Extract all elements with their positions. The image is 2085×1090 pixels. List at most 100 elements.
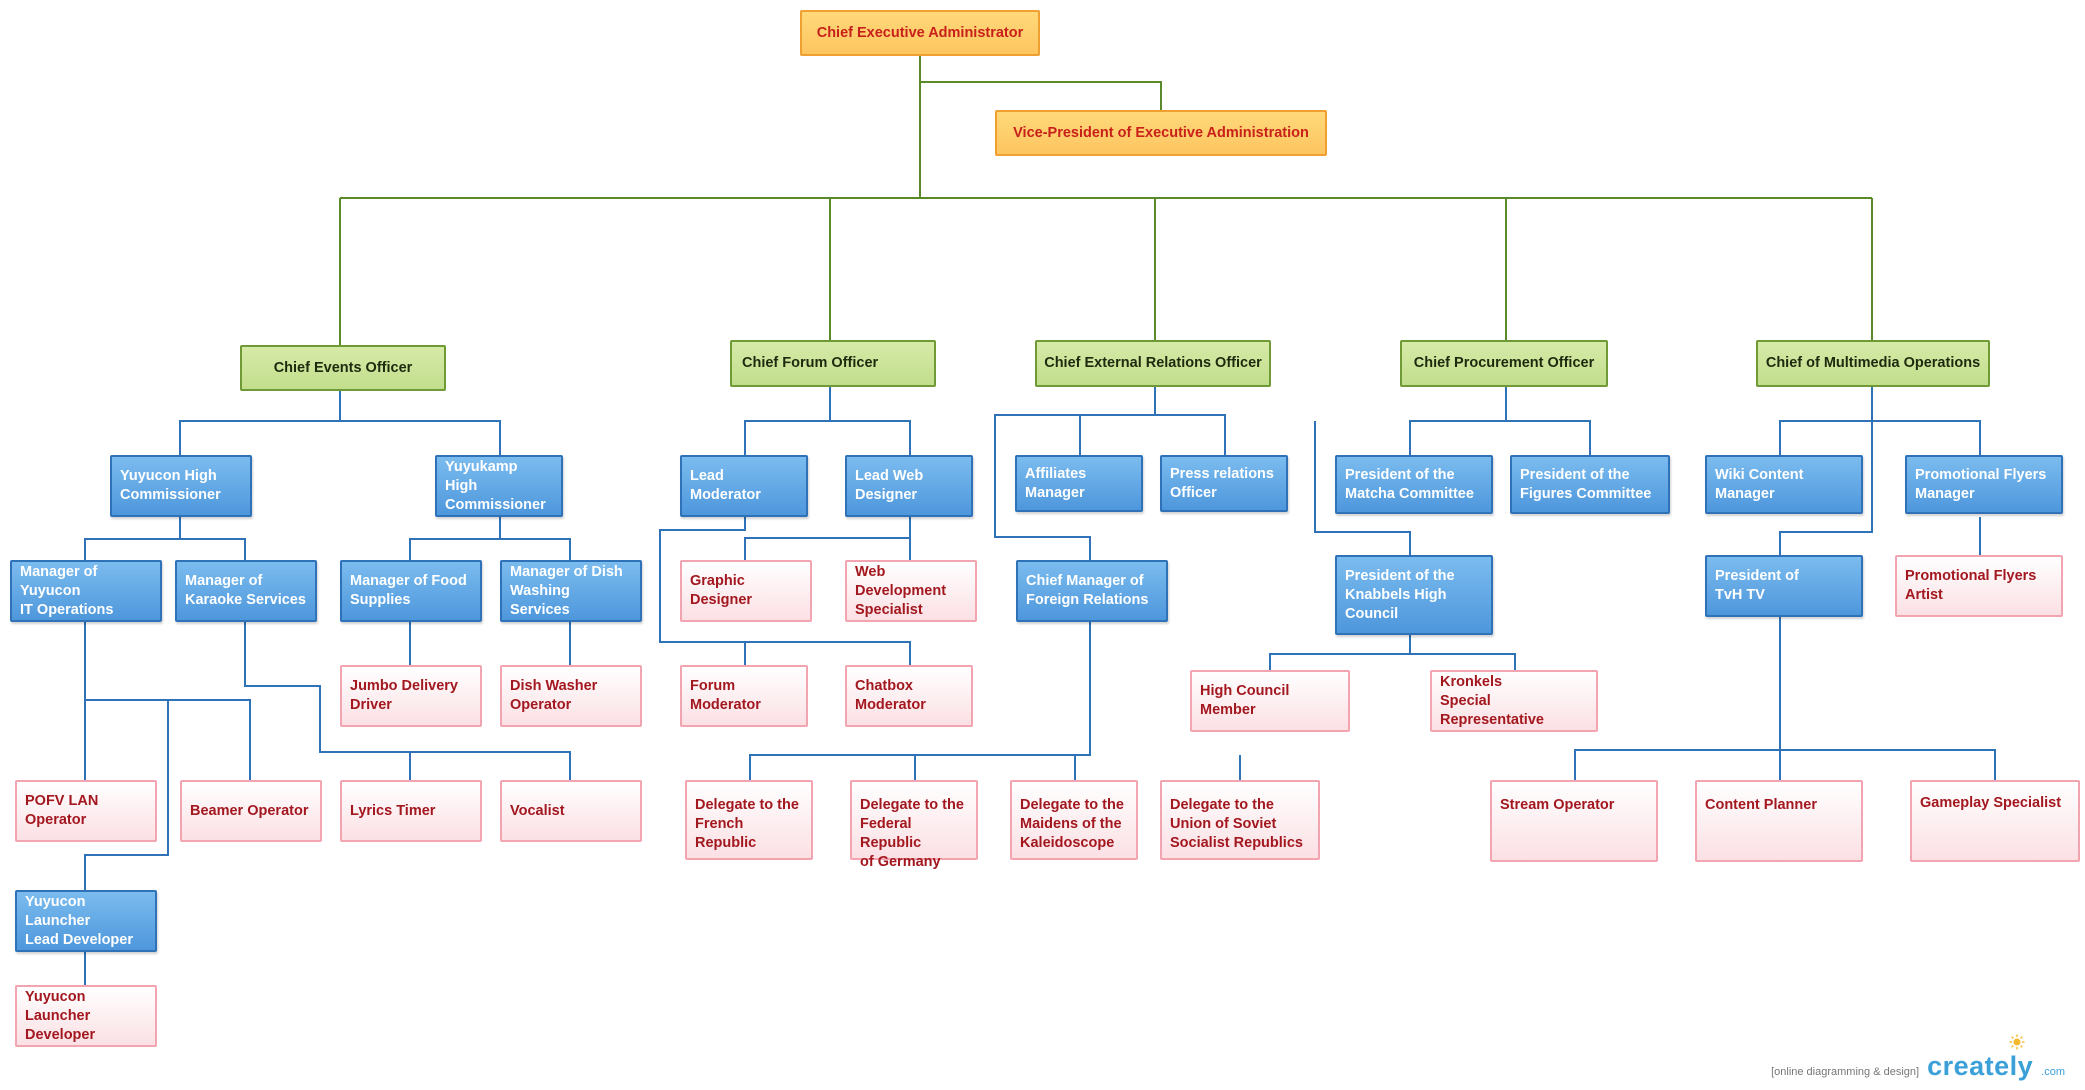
chief-procurement-box[interactable]: Chief Procurement Officer — [1400, 340, 1608, 387]
tvh-box[interactable]: President of TvH TV — [1705, 555, 1863, 617]
figures-label: President of the Figures Committee — [1520, 466, 1652, 502]
jumbo-label: Jumbo Delivery Driver — [350, 678, 458, 713]
ceo-box[interactable]: Chief Executive Administrator — [800, 10, 1040, 56]
mgr-food-box[interactable]: Manager of Food Supplies — [340, 560, 482, 622]
yuyukamp-hc-label: Yuyukamp High Commissioner — [445, 458, 546, 513]
stream-box[interactable]: Stream Operator — [1490, 780, 1658, 862]
flyers-mgr-label: Promotional Flyers Manager — [1915, 466, 2047, 502]
matcha-label: President of the Matcha Committee — [1345, 466, 1474, 502]
chief-events-label: Chief Events Officer — [273, 359, 413, 376]
press-box[interactable]: Press relations Officer — [1160, 455, 1288, 512]
pofv-label: POFV LAN Operator — [25, 793, 99, 828]
beamer-label: Beamer Operator — [190, 802, 309, 819]
kronkels-label: Kronkels Special Representative — [1440, 673, 1544, 728]
wiki-box[interactable]: Wiki Content Manager — [1705, 455, 1863, 514]
footer-note: [online diagramming & design] — [1771, 1066, 1920, 1078]
chatbox-mod-box[interactable]: Chatbox Moderator — [845, 665, 973, 727]
launcher-dev-label: Yuyucon Launcher Developer — [25, 988, 96, 1043]
affiliates-box[interactable]: Affiliates Manager — [1015, 455, 1143, 512]
mgr-it-label: Manager of Yuyucon IT Operations — [20, 563, 114, 618]
knabbels-label: President of the Knabbels High Council — [1345, 567, 1455, 622]
chief-events-box[interactable]: Chief Events Officer — [240, 345, 446, 391]
planner-label: Content Planner — [1705, 797, 1817, 813]
graphic-box[interactable]: Graphic Designer — [680, 560, 812, 622]
flyers-artist-box[interactable]: Promotional Flyers Artist — [1895, 555, 2063, 617]
tvh-label: President of TvH TV — [1715, 568, 1799, 603]
foreign-label: Chief Manager of Foreign Relations — [1026, 573, 1149, 608]
footer-branding: [online diagramming & design] creately .… — [1771, 1051, 2065, 1082]
management-connectors — [84, 381, 1996, 987]
beamer-box[interactable]: Beamer Operator — [180, 780, 322, 842]
matcha-box[interactable]: President of the Matcha Committee — [1335, 455, 1493, 514]
vp-box[interactable]: Vice-President of Executive Administrati… — [995, 110, 1327, 156]
forum-mod-label: Forum Moderator — [690, 678, 761, 713]
flyers-artist-label: Promotional Flyers Artist — [1905, 568, 2037, 603]
mgr-dish-box[interactable]: Manager of Dish Washing Services — [500, 560, 642, 622]
del-de-label: Delegate to the Federal Republic of Germ… — [860, 797, 964, 870]
chief-external-box[interactable]: Chief External Relations Officer — [1035, 340, 1271, 387]
vocalist-box[interactable]: Vocalist — [500, 780, 642, 842]
webdev-box[interactable]: Web Development Specialist — [845, 560, 977, 622]
flyers-mgr-box[interactable]: Promotional Flyers Manager — [1905, 455, 2063, 514]
mgr-karaoke-box[interactable]: Manager of Karaoke Services — [175, 560, 317, 622]
pofv-box[interactable]: POFV LAN Operator — [15, 780, 157, 842]
lyrics-label: Lyrics Timer — [350, 802, 436, 819]
executive-connectors — [339, 56, 1873, 347]
wiki-label: Wiki Content Manager — [1715, 466, 1804, 502]
foreign-box[interactable]: Chief Manager of Foreign Relations — [1016, 560, 1168, 622]
del-su-box[interactable]: Delegate to the Union of Soviet Socialis… — [1160, 780, 1320, 860]
kronkels-box[interactable]: Kronkels Special Representative — [1430, 670, 1598, 732]
del-su-label: Delegate to the Union of Soviet Socialis… — [1170, 797, 1303, 851]
chief-multimedia-box[interactable]: Chief of Multimedia Operations — [1756, 340, 1990, 387]
dishwasher-box[interactable]: Dish Washer Operator — [500, 665, 642, 727]
vp-label: Vice-President of Executive Administrati… — [1013, 124, 1309, 141]
lyrics-box[interactable]: Lyrics Timer — [340, 780, 482, 842]
del-kal-box[interactable]: Delegate to the Maidens of the Kaleidosc… — [1010, 780, 1138, 860]
graphic-label: Graphic Designer — [690, 573, 753, 608]
planner-box[interactable]: Content Planner — [1695, 780, 1863, 862]
chief-forum-box[interactable]: Chief Forum Officer — [730, 340, 936, 387]
forum-mod-box[interactable]: Forum Moderator — [680, 665, 808, 727]
mgr-karaoke-label: Manager of Karaoke Services — [185, 573, 306, 608]
launcher-dev-box[interactable]: Yuyucon Launcher Developer — [15, 985, 157, 1047]
webdev-label: Web Development Specialist — [855, 563, 947, 618]
brand-logo[interactable]: creately — [1927, 1051, 2034, 1081]
chief-procurement-label: Chief Procurement Officer — [1413, 355, 1595, 371]
launcher-lead-box[interactable]: Yuyucon Launcher Lead Developer — [15, 890, 157, 952]
chatbox-mod-label: Chatbox Moderator — [855, 678, 926, 713]
chief-multimedia-label: Chief of Multimedia Operations — [1765, 355, 1981, 371]
press-label: Press relations Officer — [1170, 465, 1274, 501]
mgr-it-box[interactable]: Manager of Yuyucon IT Operations — [10, 560, 162, 622]
del-kal-label: Delegate to the Maidens of the Kaleidosc… — [1020, 797, 1124, 851]
del-fr-label: Delegate to the French Republic — [695, 797, 799, 851]
dishwasher-label: Dish Washer Operator — [510, 678, 598, 713]
gameplay-box[interactable]: Gameplay Specialist — [1910, 780, 2080, 862]
knabbels-box[interactable]: President of the Knabbels High Council — [1335, 555, 1493, 635]
vocalist-label: Vocalist — [510, 802, 565, 819]
stream-label: Stream Operator — [1500, 797, 1615, 813]
affiliates-label: Affiliates Manager — [1025, 465, 1087, 501]
yuyukamp-hc-box[interactable]: Yuyukamp High Commissioner — [435, 455, 563, 517]
chief-forum-label: Chief Forum Officer — [742, 355, 879, 371]
chief-external-label: Chief External Relations Officer — [1044, 355, 1262, 371]
sun-logo-icon — [2009, 1034, 2025, 1050]
mgr-dish-label: Manager of Dish Washing Services — [510, 563, 623, 618]
lead-mod-label: Lead Moderator — [690, 468, 761, 503]
del-de-box[interactable]: Delegate to the Federal Republic of Germ… — [850, 780, 978, 870]
yuyucon-hc-box[interactable]: Yuyucon High Commissioner — [110, 455, 252, 517]
launcher-lead-label: Yuyucon Launcher Lead Developer — [25, 893, 133, 948]
lead-web-box[interactable]: Lead Web Designer — [845, 455, 973, 517]
gameplay-label: Gameplay Specialist — [1920, 795, 2062, 811]
lead-web-label: Lead Web Designer — [855, 468, 924, 503]
jumbo-box[interactable]: Jumbo Delivery Driver — [340, 665, 482, 727]
hcm-label: High Council Member — [1200, 683, 1290, 718]
figures-box[interactable]: President of the Figures Committee — [1510, 455, 1670, 514]
yuyucon-hc-label: Yuyucon High Commissioner — [120, 468, 221, 503]
mgr-food-label: Manager of Food Supplies — [350, 573, 467, 608]
lead-mod-box[interactable]: Lead Moderator — [680, 455, 808, 517]
brand-tld: .com — [2041, 1066, 2065, 1078]
del-fr-box[interactable]: Delegate to the French Republic — [685, 780, 813, 860]
ceo-label: Chief Executive Administrator — [816, 24, 1024, 41]
hcm-box[interactable]: High Council Member — [1190, 670, 1350, 732]
